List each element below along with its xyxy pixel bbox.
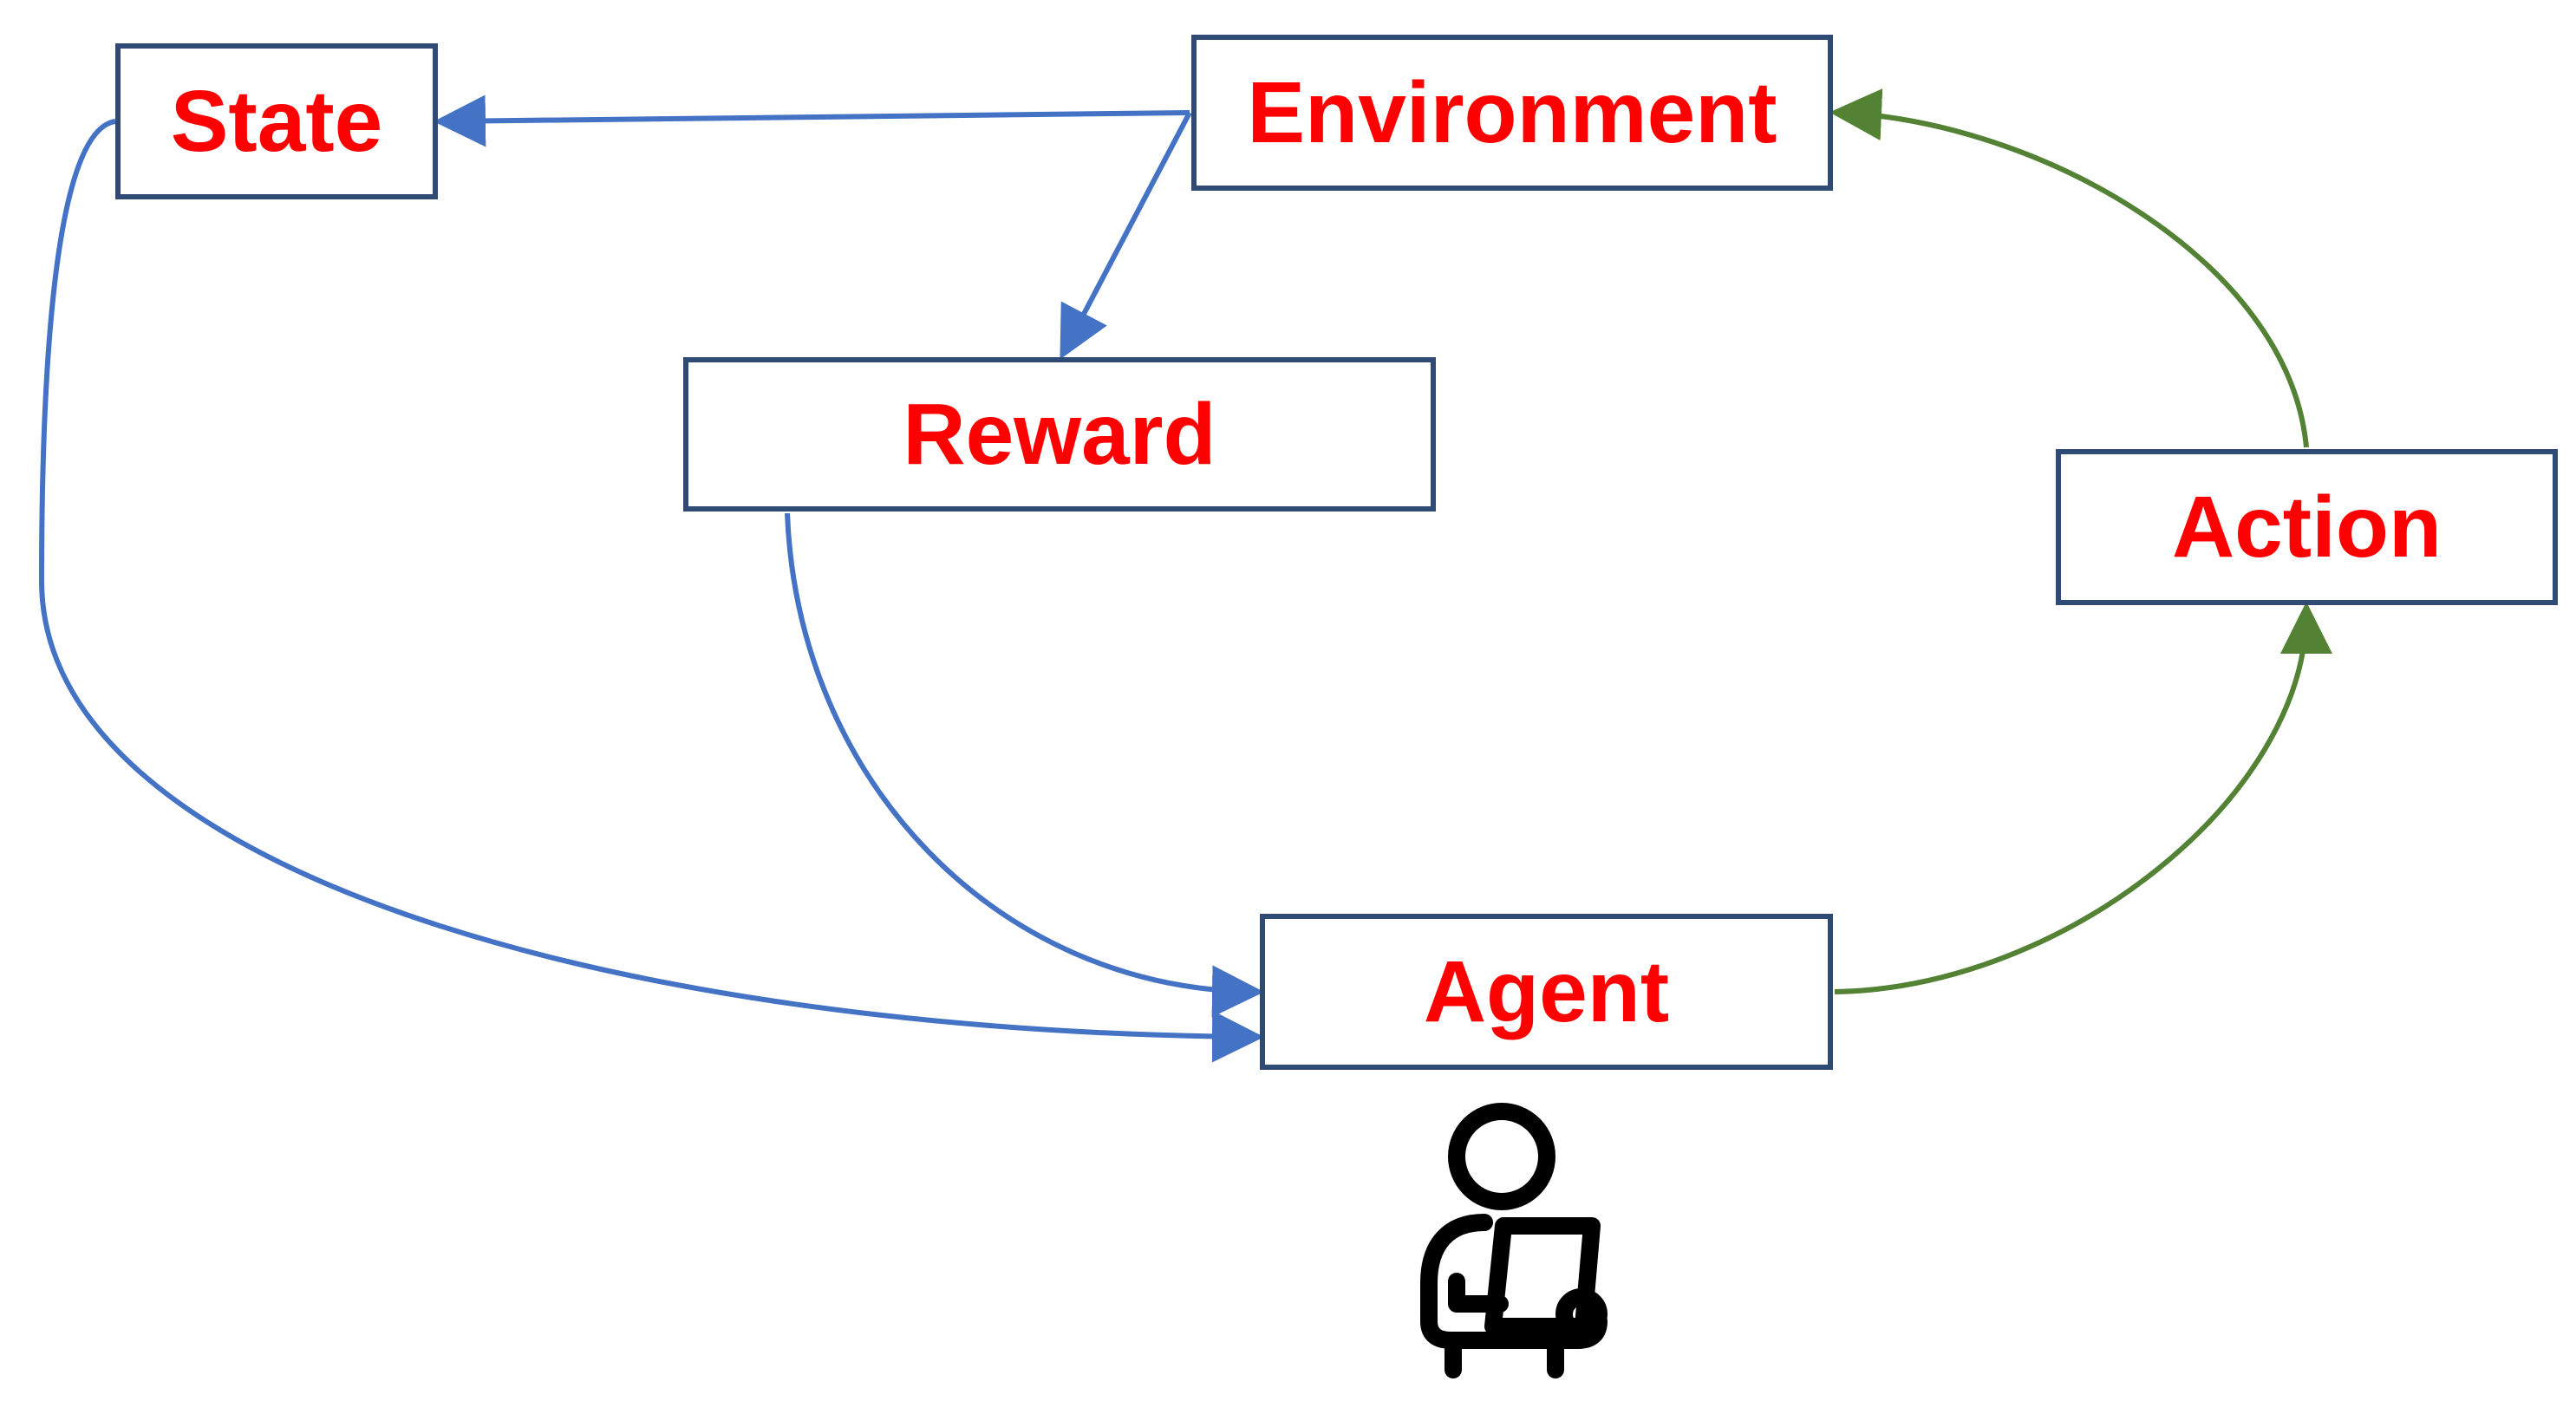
edge-environment-to-reward [1060, 111, 1192, 360]
edge-reward-to-agent [785, 512, 1264, 1018]
edge-action-to-environment [1829, 88, 2309, 448]
person-with-laptop-icon [1420, 1103, 1608, 1378]
edge-agent-to-action [1834, 602, 2332, 994]
edge-state-to-agent [38, 119, 1264, 1063]
agent-node: Agent [1260, 914, 1833, 1070]
reward-label: Reward [903, 386, 1216, 483]
action-label: Action [2171, 479, 2442, 576]
action-node: Action [2056, 449, 2558, 605]
environment-label: Environment [1247, 64, 1777, 161]
edge-environment-to-state [434, 94, 1190, 147]
state-node: State [115, 43, 438, 199]
agent-label: Agent [1423, 943, 1670, 1040]
state-label: State [170, 73, 383, 170]
reward-node: Reward [683, 357, 1436, 512]
environment-node: Environment [1191, 35, 1833, 191]
